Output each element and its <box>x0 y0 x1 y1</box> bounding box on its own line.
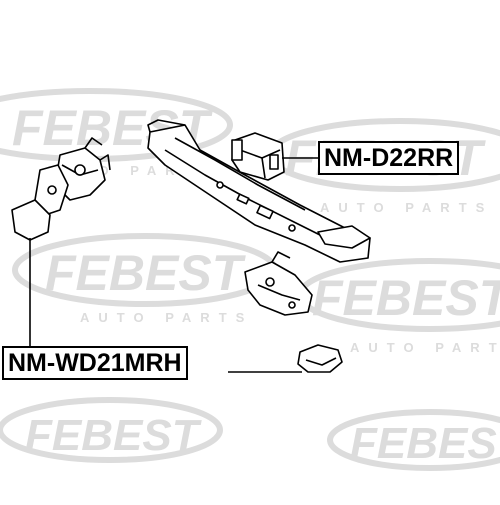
watermark-tagline: AUTO PARTS <box>350 340 500 355</box>
part-label-nm-wd21mrh: NM-WD21MRH <box>2 346 188 380</box>
leader-lines <box>29 157 318 373</box>
rear-mount-drawing <box>231 132 285 181</box>
watermark-ellipse <box>327 409 500 471</box>
lower-bracket-drawing <box>244 251 313 316</box>
watermark-brand: FEBEST <box>312 270 500 326</box>
watermark-ellipse <box>0 397 223 463</box>
watermark-brand: FEBEST <box>25 411 202 460</box>
part-label-nm-d22rr: NM-D22RR <box>318 141 460 175</box>
crossmember-drawing <box>147 119 371 263</box>
left-mount-drawing <box>11 137 111 241</box>
watermark-tagline: AUTO PARTS <box>320 200 493 215</box>
watermark-brand: FEBEST <box>350 419 500 468</box>
watermark-brand: FEBEST <box>45 245 247 301</box>
watermark-tagline: AUTO PARTS <box>80 310 253 325</box>
small-mount-drawing <box>297 344 343 373</box>
